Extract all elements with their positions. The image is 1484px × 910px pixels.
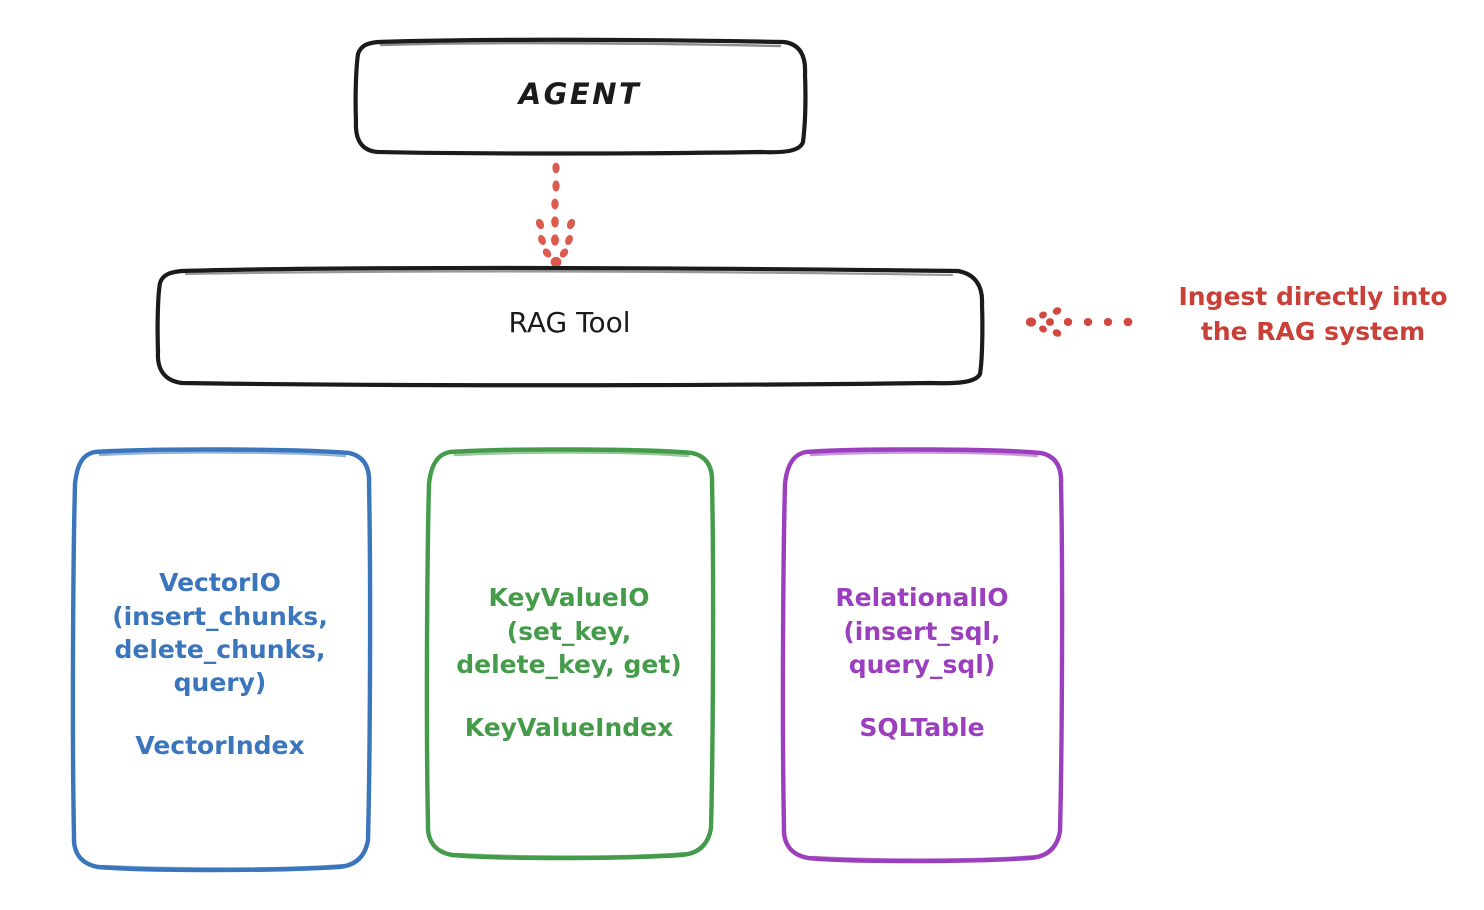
node-agent[interactable] [353, 37, 808, 156]
connector-note-to-rag-tool [1025, 307, 1133, 337]
connector-agent-to-rag-tool [535, 162, 576, 268]
node-vector-io[interactable] [70, 447, 373, 873]
node-relational-io[interactable] [780, 447, 1065, 864]
node-key-value-io[interactable] [424, 447, 716, 861]
node-rag-tool[interactable] [155, 265, 985, 388]
ingest-annotation-text: Ingest directly into the RAG system [1178, 282, 1448, 346]
